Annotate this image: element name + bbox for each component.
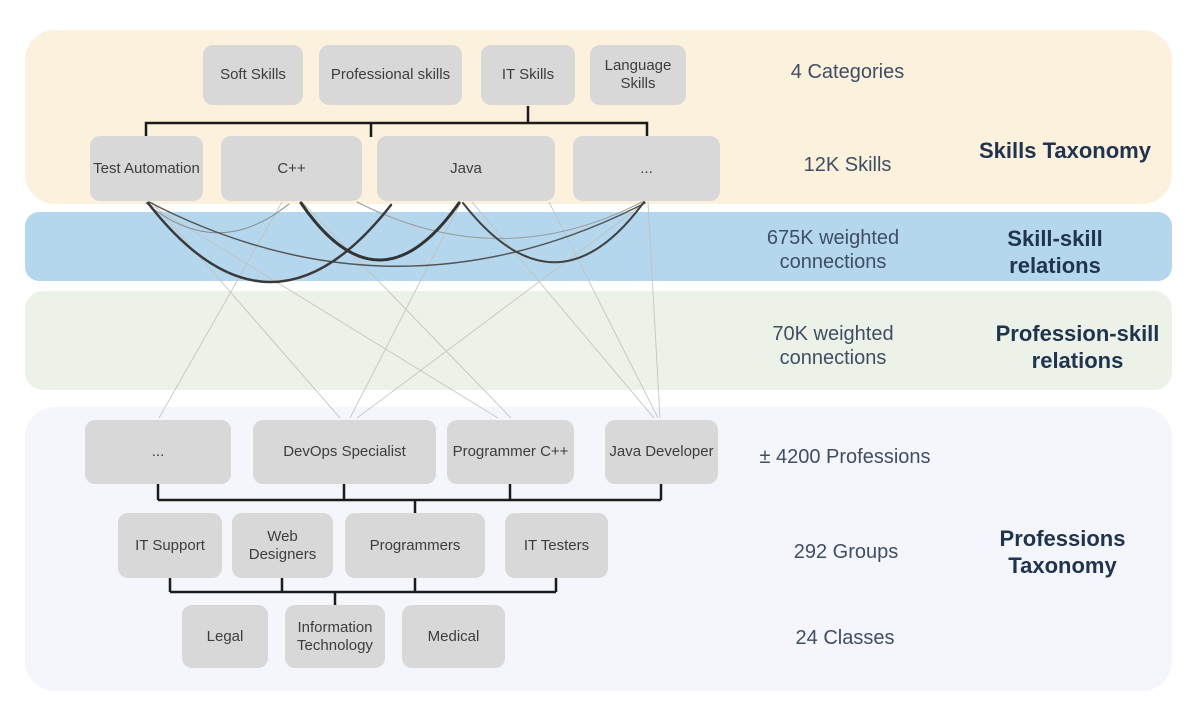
skill-box-java: Java [377,136,555,201]
skills-count-label: 12K Skills [803,154,892,176]
category-box-soft-skills: Soft Skills [203,45,303,105]
skill-skill-relations-heading: Skill-skill relations [1007,226,1103,278]
skill-box-test-automation: Test Automation [90,136,203,201]
class-box-medical: Medical [402,605,505,668]
profession-box-devops-specialist: DevOps Specialist [253,420,436,484]
professions-count-label: ± 4200 Professions [759,446,931,468]
classes-count-label: 24 Classes [795,627,895,649]
profession-box-ellipsis: ... [85,420,231,484]
category-box-professional-skills: Professional skills [319,45,462,105]
categories-count-label: 4 Categories [790,61,905,83]
class-box-legal: Legal [182,605,268,668]
group-box-it-testers: IT Testers [505,513,608,578]
group-box-web-designers: Web Designers [232,513,333,578]
category-box-it-skills: IT Skills [481,45,575,105]
profession-box-java-developer: Java Developer [605,420,718,484]
group-box-programmers: Programmers [345,513,485,578]
groups-count-label: 292 Groups [793,541,899,563]
skill-skill-connections-label: 675K weighted connections [766,227,900,273]
profession-skill-relations-heading: Profession-skill relations [995,321,1160,373]
skill-box-ellipsis: ... [573,136,720,201]
skill-box-cpp: C++ [221,136,362,201]
category-box-language-skills: Language Skills [590,45,686,105]
group-box-it-support: IT Support [118,513,222,578]
profession-box-programmer-cpp: Programmer C++ [447,420,574,484]
skills-taxonomy-heading: Skills Taxonomy [979,138,1151,163]
class-box-information-technology: Information Technology [285,605,385,668]
professions-taxonomy-heading: Professions Taxonomy [999,526,1126,578]
profession-skill-connections-label: 70K weighted connections [772,323,894,369]
